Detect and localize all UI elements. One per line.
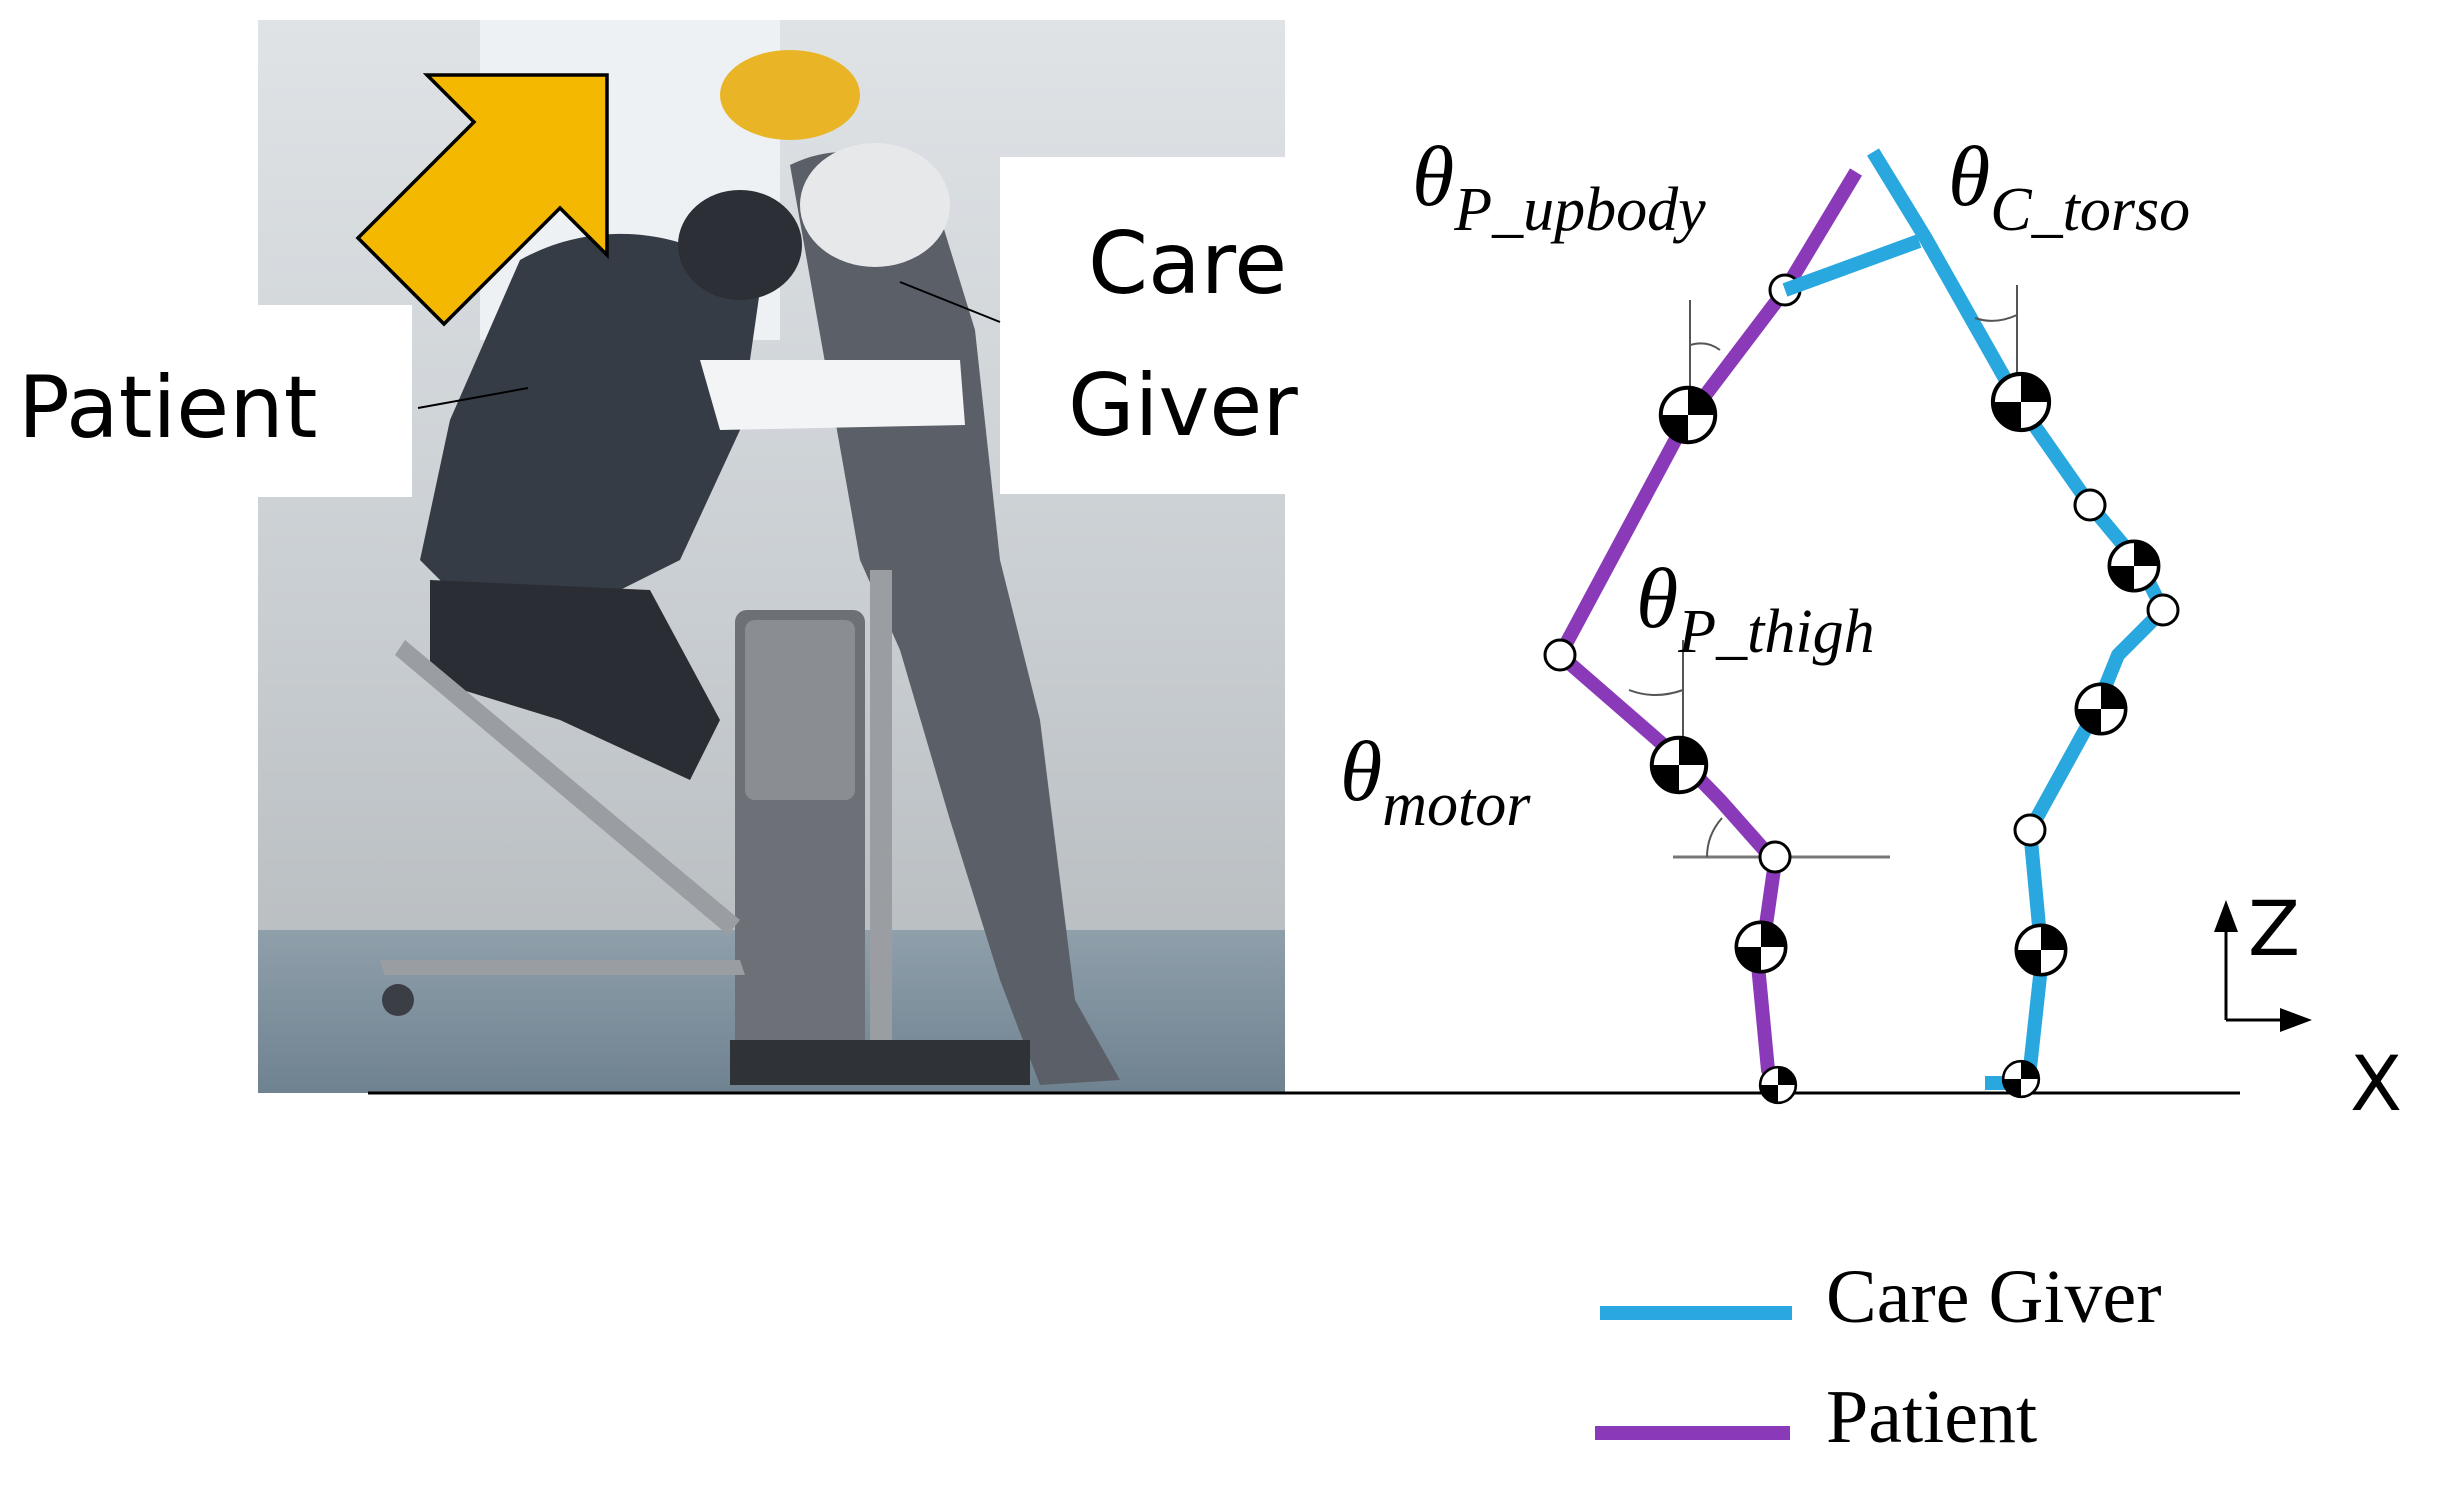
caregiver-head bbox=[800, 143, 950, 267]
patient-com-foot bbox=[1758, 1065, 1798, 1105]
caregiver-com-shank bbox=[2014, 923, 2068, 977]
patient-com-thigh bbox=[1649, 735, 1709, 795]
patient-head bbox=[678, 190, 802, 300]
caregiver-helmet bbox=[720, 50, 860, 140]
angle-label-p-thigh: θP_thigh bbox=[1636, 550, 1875, 666]
patient-upbody-arc bbox=[1689, 342, 1721, 351]
patient-pointer bbox=[417, 387, 529, 409]
patient-com-upbody bbox=[1658, 385, 1718, 445]
legend-caregiver-label: Care Giver bbox=[1826, 1255, 2162, 1339]
patient-thigh-arc bbox=[1628, 689, 1684, 696]
patient-joint-hip bbox=[1543, 638, 1577, 672]
patient-label: Patient bbox=[18, 358, 317, 458]
coordinate-axes: Z X bbox=[2214, 884, 2402, 1128]
legend-patient-label: Patient bbox=[1826, 1375, 2037, 1459]
patient-figure bbox=[420, 233, 760, 610]
caregiver-com-torso bbox=[1993, 374, 2049, 430]
caregiver-com-foot bbox=[2001, 1059, 2041, 1099]
caregiver-com-upper bbox=[2107, 539, 2161, 593]
caregiver-stick-model bbox=[1782, 148, 2180, 1099]
device-wheel bbox=[382, 984, 414, 1016]
caregiver-arm-line bbox=[1782, 234, 1922, 297]
patient-com-shank bbox=[1734, 920, 1788, 974]
z-axis-arrowhead bbox=[2214, 900, 2238, 932]
caregiver-label-line2: Giver bbox=[1068, 356, 1298, 456]
caregiver-com-thigh bbox=[2074, 682, 2128, 736]
z-axis-label: Z bbox=[2248, 884, 2300, 973]
direction-arrow bbox=[355, 73, 609, 327]
caregiver-joint-knee bbox=[2013, 813, 2047, 847]
patient-joint-knee bbox=[1758, 840, 1792, 874]
caregiver-arm bbox=[700, 360, 965, 430]
caregiver-pointer bbox=[899, 281, 1001, 323]
patient-legs bbox=[430, 580, 720, 780]
patient-motor-arc bbox=[1706, 817, 1723, 858]
caregiver-joint-hip bbox=[2146, 593, 2180, 627]
caregiver-joint-shoulder bbox=[2073, 488, 2107, 522]
device-rail bbox=[870, 570, 892, 1080]
x-axis-label: X bbox=[2350, 1039, 2402, 1128]
caregiver-label-box bbox=[1000, 157, 1323, 494]
device-column-top bbox=[745, 620, 855, 800]
legend: Care Giver Patient bbox=[1595, 1255, 2162, 1459]
angle-label-motor: θmotor bbox=[1340, 723, 1531, 839]
caregiver-torso-arc bbox=[1974, 314, 2018, 322]
device-base bbox=[730, 1040, 1030, 1085]
patient-label-box bbox=[0, 305, 412, 497]
angle-label-p-upbody: θP_upbody bbox=[1412, 128, 1706, 244]
caregiver-label-line1: Care bbox=[1088, 214, 1287, 314]
x-axis-arrowhead bbox=[2280, 1008, 2312, 1032]
angle-label-c-torso: θC_torso bbox=[1948, 128, 2190, 244]
